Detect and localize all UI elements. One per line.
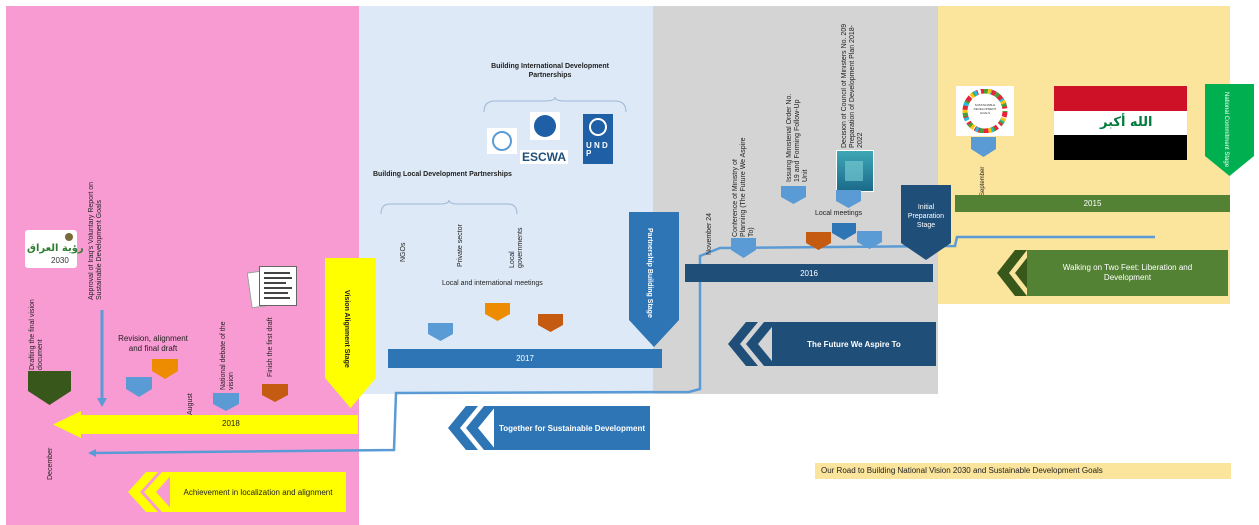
vision-logo-emblem-icon <box>65 233 73 241</box>
local-title: Building Local Development Partnerships <box>373 171 512 178</box>
vision-logo-year: 2030 <box>51 256 69 265</box>
initial-banner: The Future We Aspire To <box>772 322 936 366</box>
vision-logo-arabic: رؤية العراق <box>27 243 84 254</box>
iraq-flag: الله أكبر <box>1054 86 1187 160</box>
conference-marker <box>731 238 756 258</box>
initial-stage-marker <box>901 185 951 260</box>
local-meeting-marker-brown <box>806 232 831 250</box>
document-icon <box>246 266 299 309</box>
ministerial-order-marker <box>781 186 806 204</box>
initial-banner-chevrons <box>728 322 776 366</box>
plan-cover-image <box>836 150 874 192</box>
vision-2030-logo: رؤية العراق 2030 <box>25 230 84 268</box>
sdg-logo: SUSTAINABLE DEVELOPMENT GOALS <box>956 86 1014 136</box>
sdg-logo-text: SUSTAINABLE DEVELOPMENT GOALS <box>973 103 997 115</box>
commitment-banner-text: Walking on Two Feet: Liberation and Deve… <box>1062 262 1193 282</box>
year-2015-bar: 2015 <box>955 195 1230 212</box>
alignment-stage-marker <box>325 258 376 408</box>
initial-stage-label: Initial Preparation Stage <box>907 204 945 230</box>
partnership-stage-label: Partnership Building Stage <box>646 228 653 318</box>
footer-title: Our Road to Building National Vision 203… <box>821 466 1103 475</box>
year-2017-bar: 2017 <box>388 349 662 368</box>
alignment-banner-text: Achievement in localization and alignmen… <box>183 487 333 497</box>
zone-partnership <box>359 6 653 394</box>
undp-logo: U N D P <box>583 114 613 164</box>
alignment-stage-label: Vision Alignment Stage <box>343 290 350 368</box>
local-meetings-label: Local meetings <box>815 210 863 217</box>
undp-label: U N D P <box>586 141 608 158</box>
international-brace <box>483 96 627 113</box>
commitment-stage-marker <box>1205 84 1254 176</box>
revision-marker-blue <box>126 377 152 397</box>
national-debate-label: National debate of the vision <box>220 321 236 391</box>
international-title: Building International Development Partn… <box>491 63 609 80</box>
revision-marker-orange <box>152 359 178 379</box>
un-logo-icon <box>487 128 517 154</box>
local-brace <box>380 200 518 215</box>
meetings-label: Local and international meetings <box>442 280 543 287</box>
private-sector-label: Private sector <box>457 224 464 267</box>
sdg-wheel-icon <box>962 89 1008 133</box>
commitment-banner: Walking on Two Feet: Liberation and Deve… <box>1027 250 1228 296</box>
approval-label: Approval of Iraq's Voluntary Report on S… <box>88 181 104 300</box>
local-gov-label: Local governments <box>509 227 525 268</box>
local-meeting-marker-navy <box>832 223 856 240</box>
flag-takbir: الله أكبر <box>1100 115 1153 130</box>
debate-marker <box>213 393 239 411</box>
november-label: November 24 <box>706 212 713 255</box>
alignment-banner: Achievement in localization and alignmen… <box>170 472 346 512</box>
year-2018-label: 2018 <box>222 419 240 428</box>
first-draft-label: Finish the first draft <box>267 317 274 377</box>
local-meeting-marker-blue <box>857 231 882 249</box>
partnership-banner-chevrons <box>448 406 496 450</box>
escwa-label: ESCWA <box>520 150 569 164</box>
alignment-banner-chevrons <box>128 472 174 512</box>
council-decision-label: Decision of Council of Ministers No. 209… <box>841 23 865 148</box>
conference-label: Conference of Ministry of Planning (The … <box>732 137 756 237</box>
meeting-marker-blue <box>428 323 453 341</box>
year-2016-label: 2016 <box>800 268 818 278</box>
partnership-banner: Together for Sustainable Development <box>494 406 650 450</box>
year-2016-bar: 2016 <box>685 264 933 282</box>
year-2015-label: 2015 <box>1083 199 1102 208</box>
council-marker <box>836 190 861 208</box>
drafting-label: Drafting the final vision document <box>29 299 45 370</box>
september-label: September <box>980 166 986 196</box>
december-label: December <box>47 447 54 480</box>
ngos-label: NGOs <box>400 242 407 262</box>
year-2018-arrow <box>53 411 358 438</box>
first-draft-marker <box>262 384 288 402</box>
meeting-marker-brown <box>538 314 563 332</box>
ministerial-order-label: Issuing Ministerial Order No. 19 and For… <box>786 93 810 182</box>
partnership-stage-marker <box>629 212 679 347</box>
drafting-marker <box>28 371 71 405</box>
year-2017-label: 2017 <box>516 354 534 363</box>
world-bank-icon <box>530 112 560 140</box>
initial-banner-text: The Future We Aspire To <box>807 339 901 349</box>
revision-label: Revision, alignment and final draft <box>118 334 188 353</box>
partnership-banner-text: Together for Sustainable Development <box>498 423 646 433</box>
undp-globe-icon <box>589 118 607 136</box>
september-marker <box>971 137 996 157</box>
commitment-stage-label: National Commitment Stage <box>1223 92 1229 168</box>
footer-title-box: Our Road to Building National Vision 203… <box>815 463 1231 479</box>
meeting-marker-orange <box>485 303 510 321</box>
